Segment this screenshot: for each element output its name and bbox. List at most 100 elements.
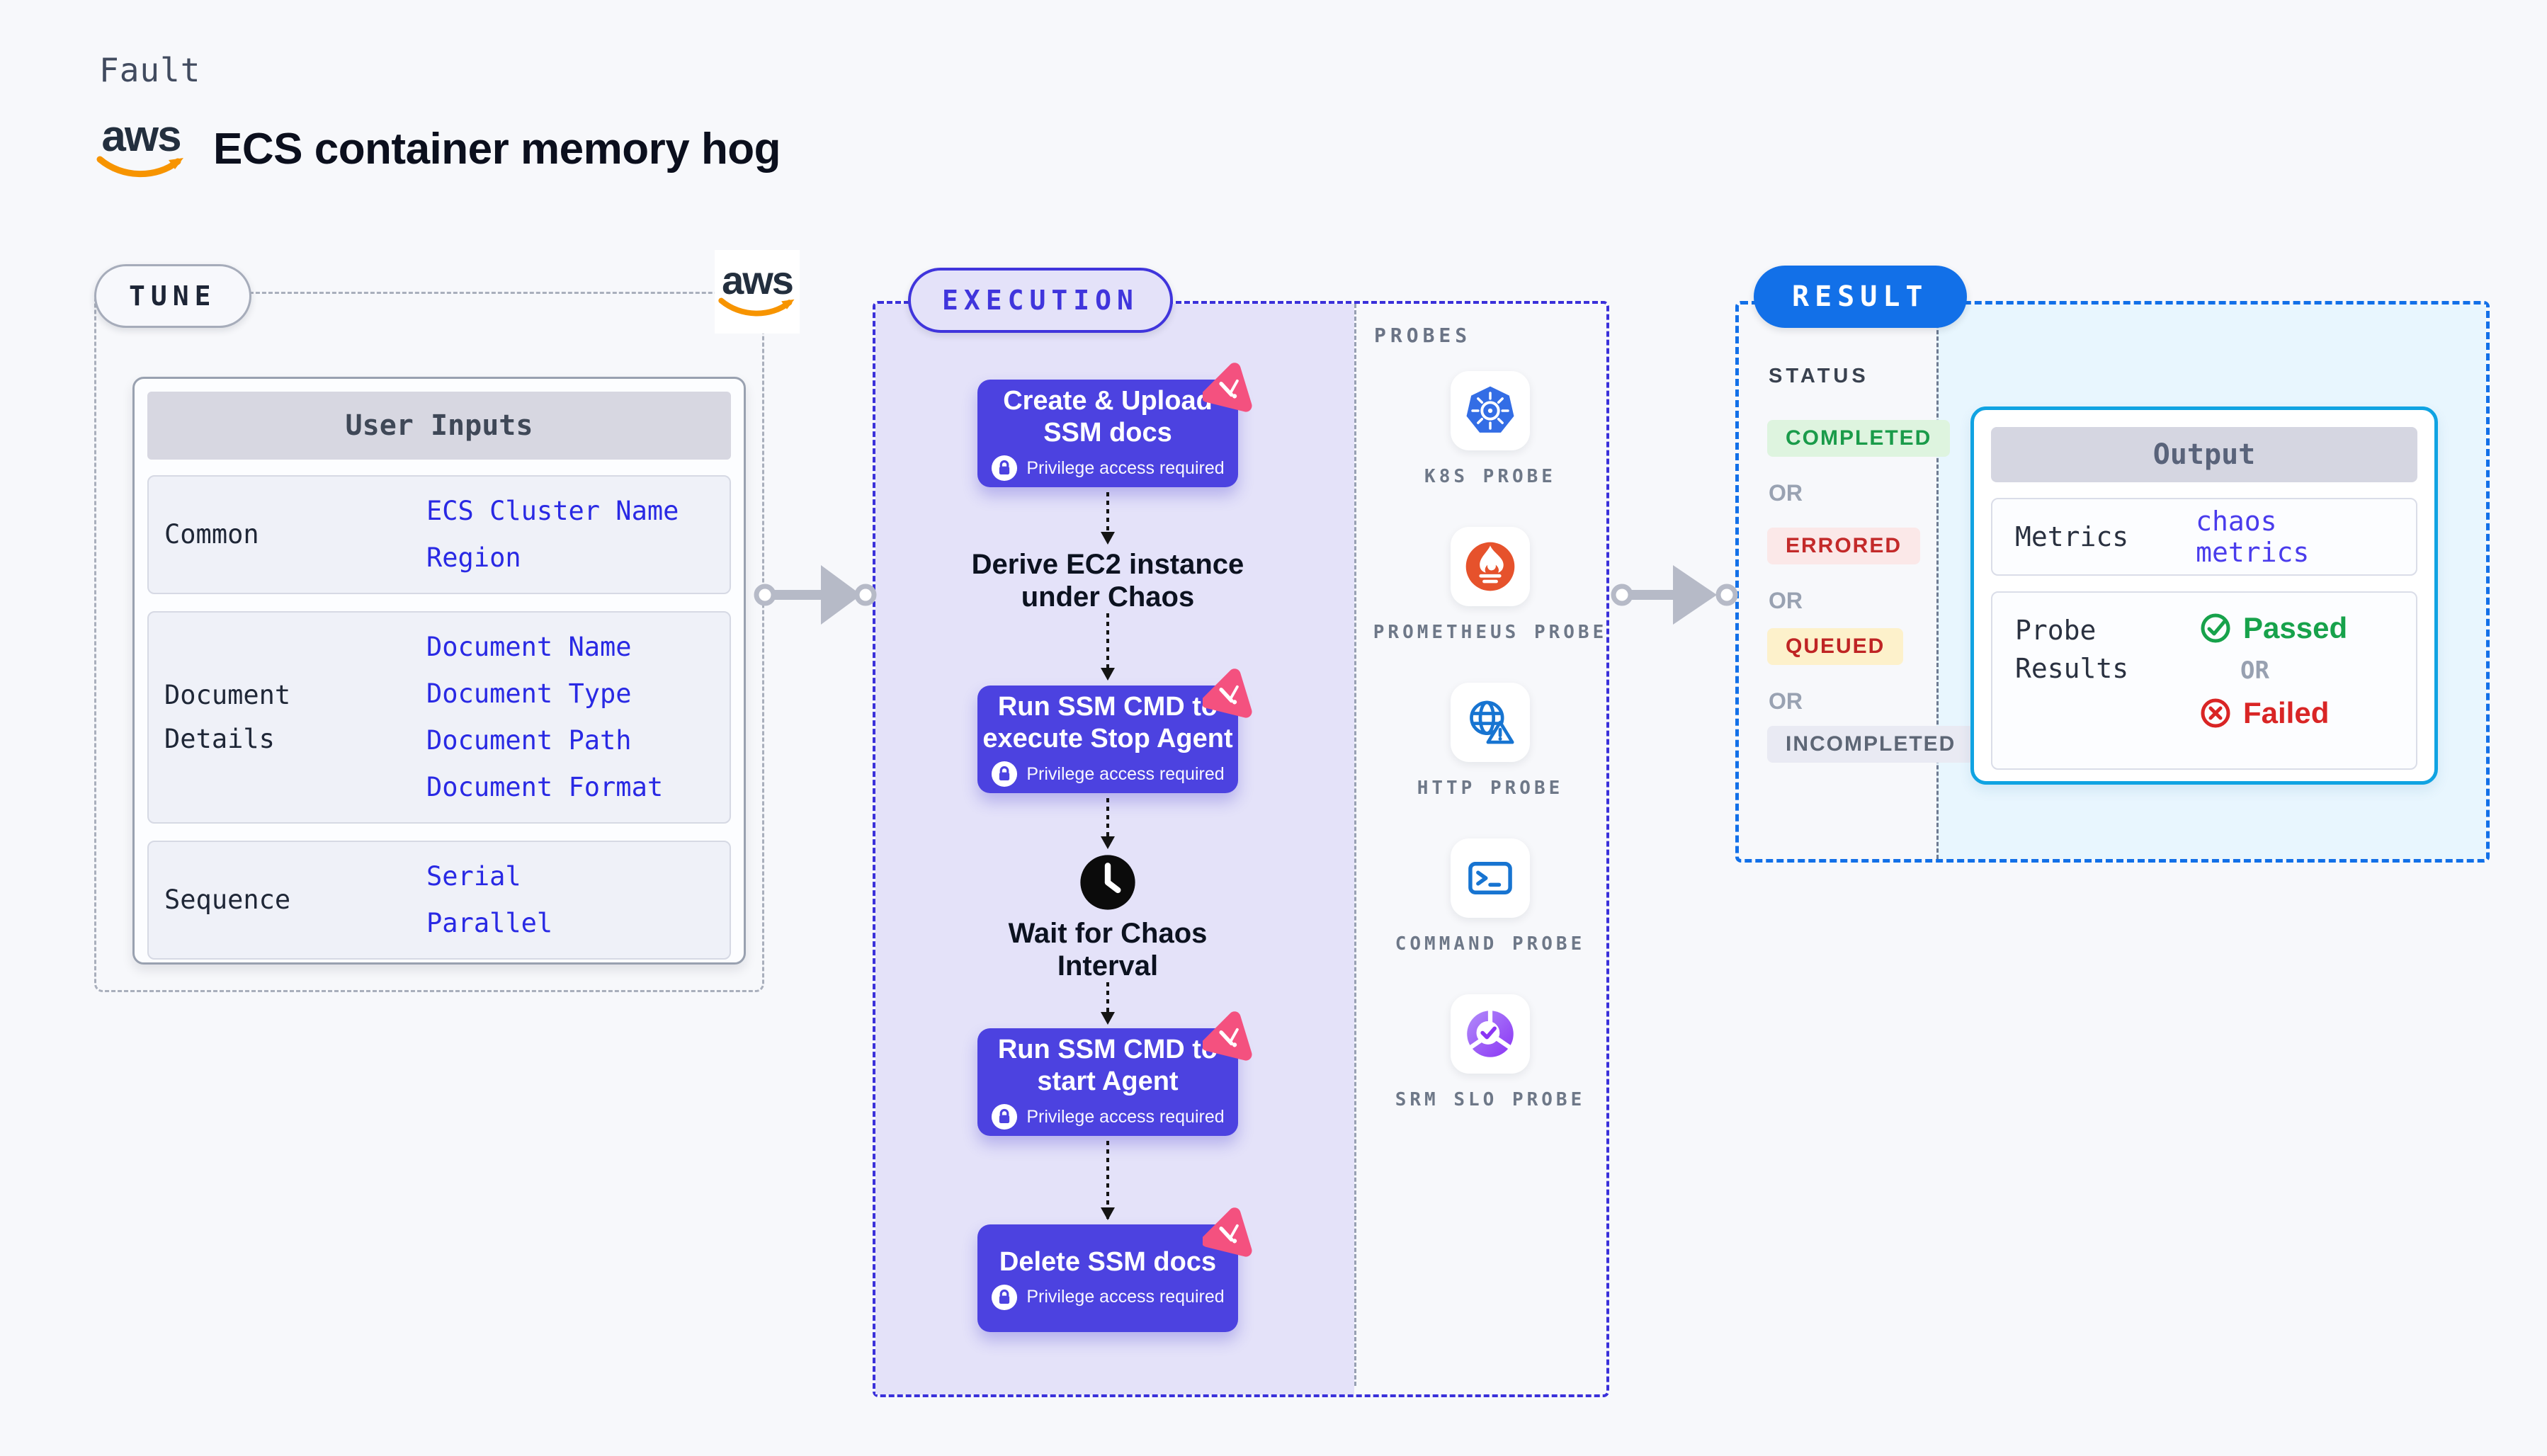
result-panel: STATUS COMPLETED OR ERRORED OR QUEUED OR… [1735, 301, 2490, 863]
output-card: Output Metrics chaos metrics Probe Resul… [1970, 406, 2438, 785]
passed-row: Passed [2199, 611, 2393, 645]
chaos-burst-icon [1203, 1207, 1252, 1257]
input-value: Region [426, 542, 521, 573]
step-title: SSM docs [1043, 418, 1172, 448]
probe-label: COMMAND PROBE [1395, 933, 1586, 955]
execution-panel: PROBES Create & Upload SSM docs P [873, 301, 1609, 1397]
step-run-ssm-cmd-start-agent: Run SSM CMD to start Agent Privilege acc… [977, 1011, 1252, 1136]
input-group-label: Common [164, 519, 259, 550]
wait-for-chaos-step: Wait for Chaos Interval [921, 917, 1295, 982]
derive-line2: under Chaos [1021, 581, 1195, 613]
privilege-note: Privilege access required [1026, 1106, 1225, 1127]
page-title: ECS container memory hog [213, 125, 781, 174]
result-badge: RESULT [1754, 266, 1967, 328]
input-value: Parallel [426, 908, 553, 938]
status-badge-completed: COMPLETED [1767, 420, 1951, 457]
output-header: Output [1991, 427, 2417, 482]
aws-wordmark: aws [722, 257, 794, 302]
user-inputs-header: User Inputs [147, 392, 731, 460]
chaos-burst-icon [1203, 1011, 1252, 1061]
step-title: Create & Upload [1003, 386, 1213, 416]
probe-label: PROMETHEUS PROBE [1373, 622, 1608, 643]
status-or: OR [1769, 480, 1803, 506]
aws-smile-icon [96, 156, 183, 177]
status-badge-incompleted: INCOMPLETED [1767, 726, 1975, 763]
step-title: start Agent [1037, 1067, 1179, 1096]
failed-row: Failed [2199, 696, 2393, 730]
privilege-note: Privilege access required [1026, 1287, 1225, 1307]
flow-connector [1101, 492, 1115, 545]
title-row: aws ECS container memory hog [96, 112, 781, 180]
flow-connector [1101, 613, 1115, 681]
metrics-label: Metrics [2015, 521, 2129, 552]
probe-label: HTTP PROBE [1417, 778, 1564, 799]
lock-icon [992, 455, 1018, 482]
tune-panel [94, 292, 764, 992]
step-run-ssm-cmd-stop-agent: Run SSM CMD to execute Stop Agent Privil… [977, 669, 1252, 793]
input-value: Document Name [426, 632, 632, 662]
check-circle-icon [2201, 613, 2230, 643]
input-group-label: Sequence [164, 885, 291, 915]
fault-kicker: Fault [99, 51, 201, 89]
aws-wordmark: aws [101, 112, 181, 161]
flow-connector [1101, 798, 1115, 849]
input-value: Document Path [426, 725, 632, 756]
user-inputs-table: User Inputs Common ECS Cluster Name Regi… [132, 377, 746, 965]
x-circle-icon [2201, 698, 2230, 728]
probe-card [1450, 527, 1530, 606]
failed-label: Failed [2243, 696, 2330, 729]
execution-to-result-arrow [1611, 565, 1738, 625]
probes-title: PROBES [1374, 324, 1472, 347]
input-group-document-details: Document Details Document Name Document … [147, 611, 731, 824]
aws-corner-logo: aws [715, 250, 800, 334]
probe-card [1450, 683, 1530, 762]
probe-srm-slo: SRM SLO PROBE [1395, 994, 1586, 1112]
lock-icon [992, 761, 1018, 787]
status-or: OR [1769, 588, 1803, 613]
input-value: Document Type [426, 678, 632, 709]
derive-line1: Derive EC2 instance [971, 549, 1244, 580]
derive-ec2-step: Derive EC2 instance under Chaos [921, 548, 1295, 613]
wait-line2: Interval [1057, 950, 1159, 982]
http-globe-warning-icon [1470, 700, 1514, 744]
passed-label: Passed [2243, 611, 2348, 644]
probe-command: COMMAND PROBE [1395, 838, 1586, 956]
chaos-burst-icon [1203, 363, 1252, 412]
prometheus-icon [1465, 542, 1515, 591]
step-title: Run SSM CMD to [997, 1035, 1218, 1064]
privilege-note: Privilege access required [1026, 763, 1225, 784]
probe-label: K8S PROBE [1424, 466, 1556, 487]
step-title: execute Stop Agent [982, 724, 1233, 753]
step-title: Run SSM CMD to [997, 692, 1218, 722]
probe-results-row: Probe Results Passed OR [1991, 591, 2417, 770]
probe-card [1451, 838, 1530, 918]
clock-icon [1080, 855, 1135, 910]
wait-clock [1078, 853, 1138, 912]
probes-list: K8S PROBE PROMETHEUS PROBE [1371, 371, 1609, 1112]
lock-icon [992, 1103, 1018, 1130]
probe-card [1450, 371, 1530, 450]
probe-label: SRM SLO PROBE [1395, 1089, 1586, 1110]
input-value: Document Format [426, 772, 664, 802]
input-value: ECS Cluster Name [426, 496, 679, 526]
metrics-value: chaos metrics [2196, 506, 2310, 568]
aws-logo: aws [96, 112, 186, 180]
probe-card [1451, 994, 1530, 1074]
probe-prometheus: PROMETHEUS PROBE [1373, 527, 1607, 644]
terminal-icon [1468, 861, 1512, 895]
slo-gauge-check-icon [1467, 1009, 1514, 1057]
chaos-burst-icon [1203, 669, 1252, 718]
lock-icon [992, 1284, 1018, 1310]
aws-smile-icon [718, 297, 795, 317]
step-title: Delete SSM docs [999, 1246, 1217, 1277]
privilege-note: Privilege access required [1026, 457, 1225, 478]
tune-to-execution-arrow [754, 565, 877, 625]
input-value: Serial [426, 861, 521, 892]
status-badge-errored: ERRORED [1767, 528, 1921, 564]
status-or: OR [1769, 688, 1803, 714]
metrics-row: Metrics chaos metrics [1991, 498, 2417, 576]
status-badge-queued: QUEUED [1767, 628, 1904, 665]
flow-connector [1101, 1141, 1115, 1220]
kubernetes-icon [1466, 386, 1514, 433]
